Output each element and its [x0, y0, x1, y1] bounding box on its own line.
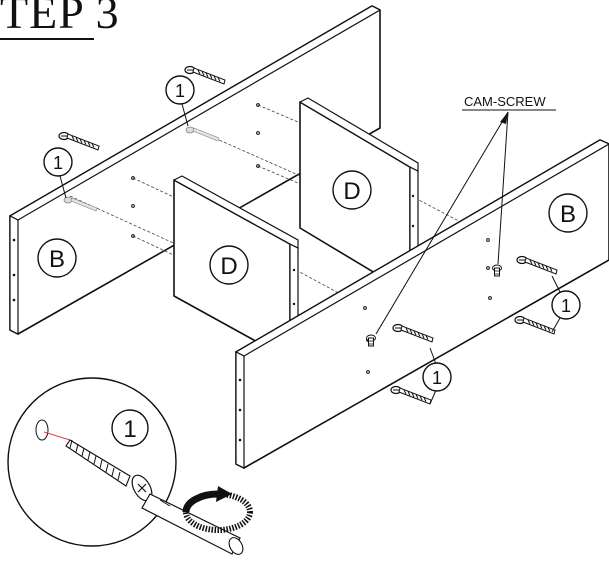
part-callout-1: 1: [165, 75, 195, 127]
svg-text:B: B: [49, 246, 65, 273]
panel-b-back: [8, 5, 382, 335]
step-title-underline: [0, 38, 94, 40]
svg-text:1: 1: [175, 81, 185, 101]
screw-icon: [390, 385, 432, 405]
rotation-arrow-icon: [182, 486, 253, 533]
part-callout-1: 1: [43, 147, 73, 199]
svg-text:1: 1: [53, 153, 63, 173]
part-callout-1: 1: [551, 275, 581, 333]
svg-text:1: 1: [561, 296, 571, 316]
drill-hole-icon: [35, 419, 49, 441]
svg-text:1: 1: [432, 368, 442, 388]
label-b-front: B: [548, 193, 588, 233]
svg-text:D: D: [220, 253, 237, 280]
label-b-back: B: [37, 238, 77, 278]
svg-text:CAM-SCREW: CAM-SCREW: [464, 94, 546, 109]
panel-b-front: [234, 139, 609, 469]
part-callout-1: 1: [422, 347, 452, 405]
svg-text:B: B: [560, 201, 576, 228]
svg-text:D: D: [343, 178, 360, 205]
screw-icon: [514, 315, 556, 335]
label-d-rear: D: [332, 170, 372, 210]
step-title: TEP 3: [0, 0, 120, 38]
detail-inset: 1: [7, 377, 244, 555]
svg-text:1: 1: [123, 416, 136, 443]
screw-icon: [58, 131, 100, 151]
cam-screw-label: CAM-SCREW: [375, 94, 556, 335]
label-d-front: D: [209, 245, 249, 285]
